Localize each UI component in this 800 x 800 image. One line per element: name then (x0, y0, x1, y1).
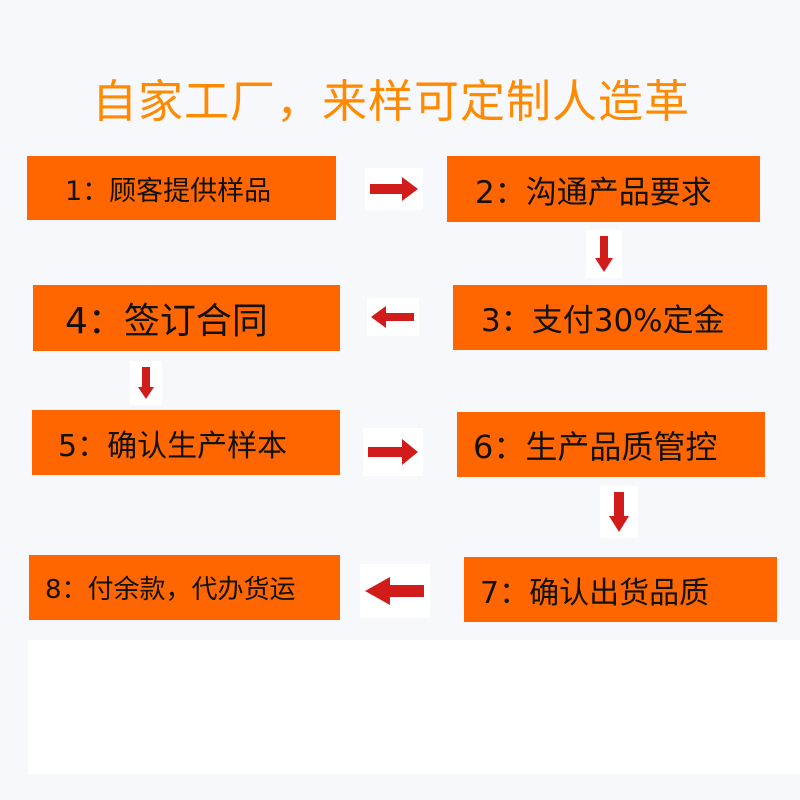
arrow-down-4-5 (130, 361, 162, 405)
blank-panel (28, 640, 800, 774)
arrow-left-icon (365, 577, 424, 605)
step-8-box: 8：付余款，代办货运 (29, 555, 340, 620)
step-7-label: 7：确认出货品质 (480, 575, 710, 611)
step-5-label: 5：确认生产样本 (58, 428, 288, 464)
arrow-right-icon (370, 177, 418, 201)
step-2-box: 2：沟通产品要求 (447, 156, 760, 222)
step-8-label: 8：付余款，代办货运 (45, 575, 296, 605)
step-4-box: 4：签订合同 (33, 285, 340, 351)
step-3-box: 3：支付30%定金 (453, 285, 767, 350)
arrow-down-icon (609, 492, 629, 532)
step-4-label: 4：签订合同 (65, 301, 268, 342)
page-title: 自家工厂，来样可定制人造革 (92, 75, 691, 128)
arrow-right-5-6 (363, 428, 423, 476)
step-5-box: 5：确认生产样本 (32, 410, 340, 475)
arrow-right-icon (368, 439, 418, 465)
arrow-right-1-2 (365, 168, 423, 210)
step-7-box: 7：确认出货品质 (464, 557, 777, 622)
arrow-left-7-8 (360, 564, 430, 618)
arrow-down-6-7 (600, 486, 638, 538)
step-3-label: 3：支付30%定金 (481, 303, 725, 339)
step-1-box: 1：顾客提供样品 (27, 156, 336, 220)
arrow-left-3-4 (367, 298, 419, 336)
step-6-box: 6：生产品质管控 (457, 412, 765, 477)
arrow-down-icon (138, 367, 154, 399)
arrow-down-2-3 (586, 230, 622, 278)
step-2-label: 2：沟通产品要求 (475, 174, 712, 211)
step-6-label: 6：生产品质管控 (473, 427, 718, 466)
step-1-label: 1：顾客提供样品 (65, 175, 272, 207)
arrow-down-icon (595, 236, 613, 272)
arrow-left-icon (371, 306, 414, 328)
